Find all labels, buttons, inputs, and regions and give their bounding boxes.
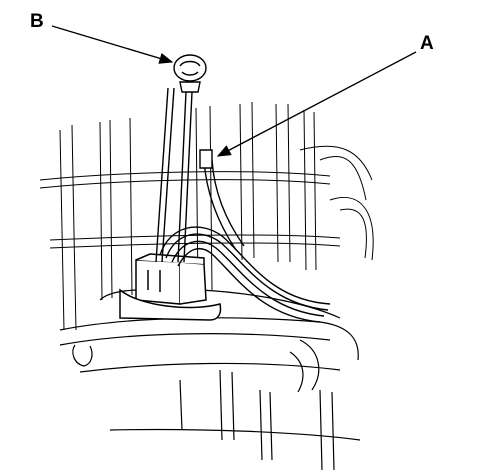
callout-leaders (51, 25, 417, 157)
callout-label-b: B (30, 11, 44, 32)
bulb-assembly (155, 54, 207, 263)
leader-a (216, 51, 417, 157)
wire-harness (159, 149, 331, 323)
connector-block (119, 253, 222, 321)
background-grille (39, 101, 374, 331)
callout-label-a: A (420, 33, 434, 54)
leader-b (51, 25, 174, 64)
